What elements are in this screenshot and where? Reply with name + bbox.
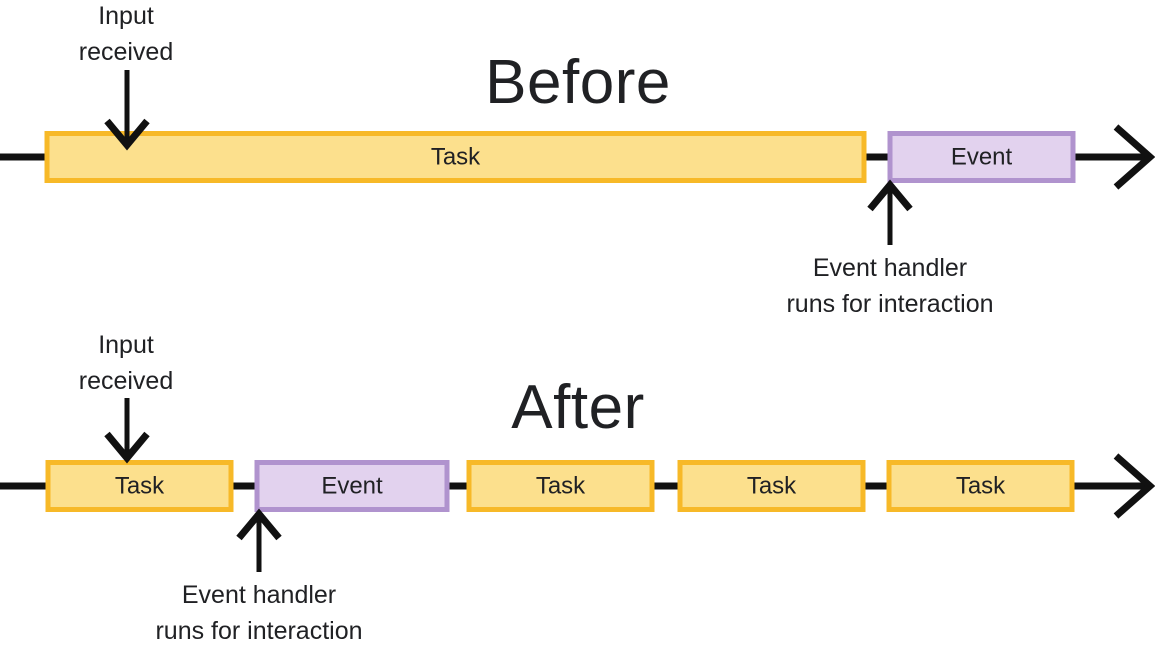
task-block-label: Task: [115, 472, 165, 499]
event-block-rect[interactable]: [887, 131, 1076, 183]
task-block-rect[interactable]: [45, 460, 234, 512]
task-block-label: Task: [536, 472, 586, 499]
timeline-axis-after: [0, 453, 1155, 519]
annotation-arrowhead-icon: [867, 179, 913, 212]
task-block[interactable]: Task: [677, 460, 866, 512]
annotation-event-handler: Event handler runs for interaction: [155, 508, 363, 645]
section-after: Task Event Task Task Task After Input receivedE…: [0, 331, 1155, 645]
task-block[interactable]: Task: [886, 460, 1075, 512]
task-block-label: Task: [747, 472, 797, 499]
annotation-input-received: Input received: [79, 331, 174, 464]
event-block-rect[interactable]: [254, 460, 450, 512]
annotation-arrowhead-icon: [104, 118, 150, 151]
annotation-line: Event handler: [182, 581, 336, 609]
task-block-rect[interactable]: [466, 460, 655, 512]
section-title-before: Before: [485, 48, 671, 117]
task-block-rect[interactable]: [677, 460, 866, 512]
annotation-line: runs for interaction: [786, 290, 993, 318]
annotation-arrowhead-icon: [104, 431, 150, 464]
task-block-label: Task: [431, 143, 481, 170]
task-block-rect[interactable]: [44, 131, 867, 183]
annotation-line: Input: [98, 331, 154, 359]
annotation-line: Event handler: [813, 254, 967, 282]
annotation-input-received: Input received: [79, 2, 174, 151]
task-block[interactable]: Task: [45, 460, 234, 512]
timeline-arrowhead-icon: [1113, 124, 1155, 190]
task-block-label: Task: [956, 472, 1006, 499]
annotation-line: Input: [98, 2, 154, 30]
annotation-line: runs for interaction: [155, 617, 362, 645]
annotation-arrowhead-icon: [236, 508, 282, 541]
annotation-line: received: [79, 367, 174, 395]
annotation-line: received: [79, 38, 174, 66]
event-block-label: Event: [321, 472, 383, 499]
timeline-axis-before: [0, 124, 1155, 190]
section-title-after: After: [511, 373, 644, 442]
task-block[interactable]: Task: [44, 131, 867, 183]
event-block[interactable]: Event: [254, 460, 450, 512]
event-block[interactable]: Event: [887, 131, 1076, 183]
annotation-event-handler: Event handler runs for interaction: [786, 179, 994, 318]
timeline-arrowhead-icon: [1113, 453, 1155, 519]
event-block-label: Event: [951, 143, 1013, 170]
task-block-rect[interactable]: [886, 460, 1075, 512]
task-block[interactable]: Task: [466, 460, 655, 512]
